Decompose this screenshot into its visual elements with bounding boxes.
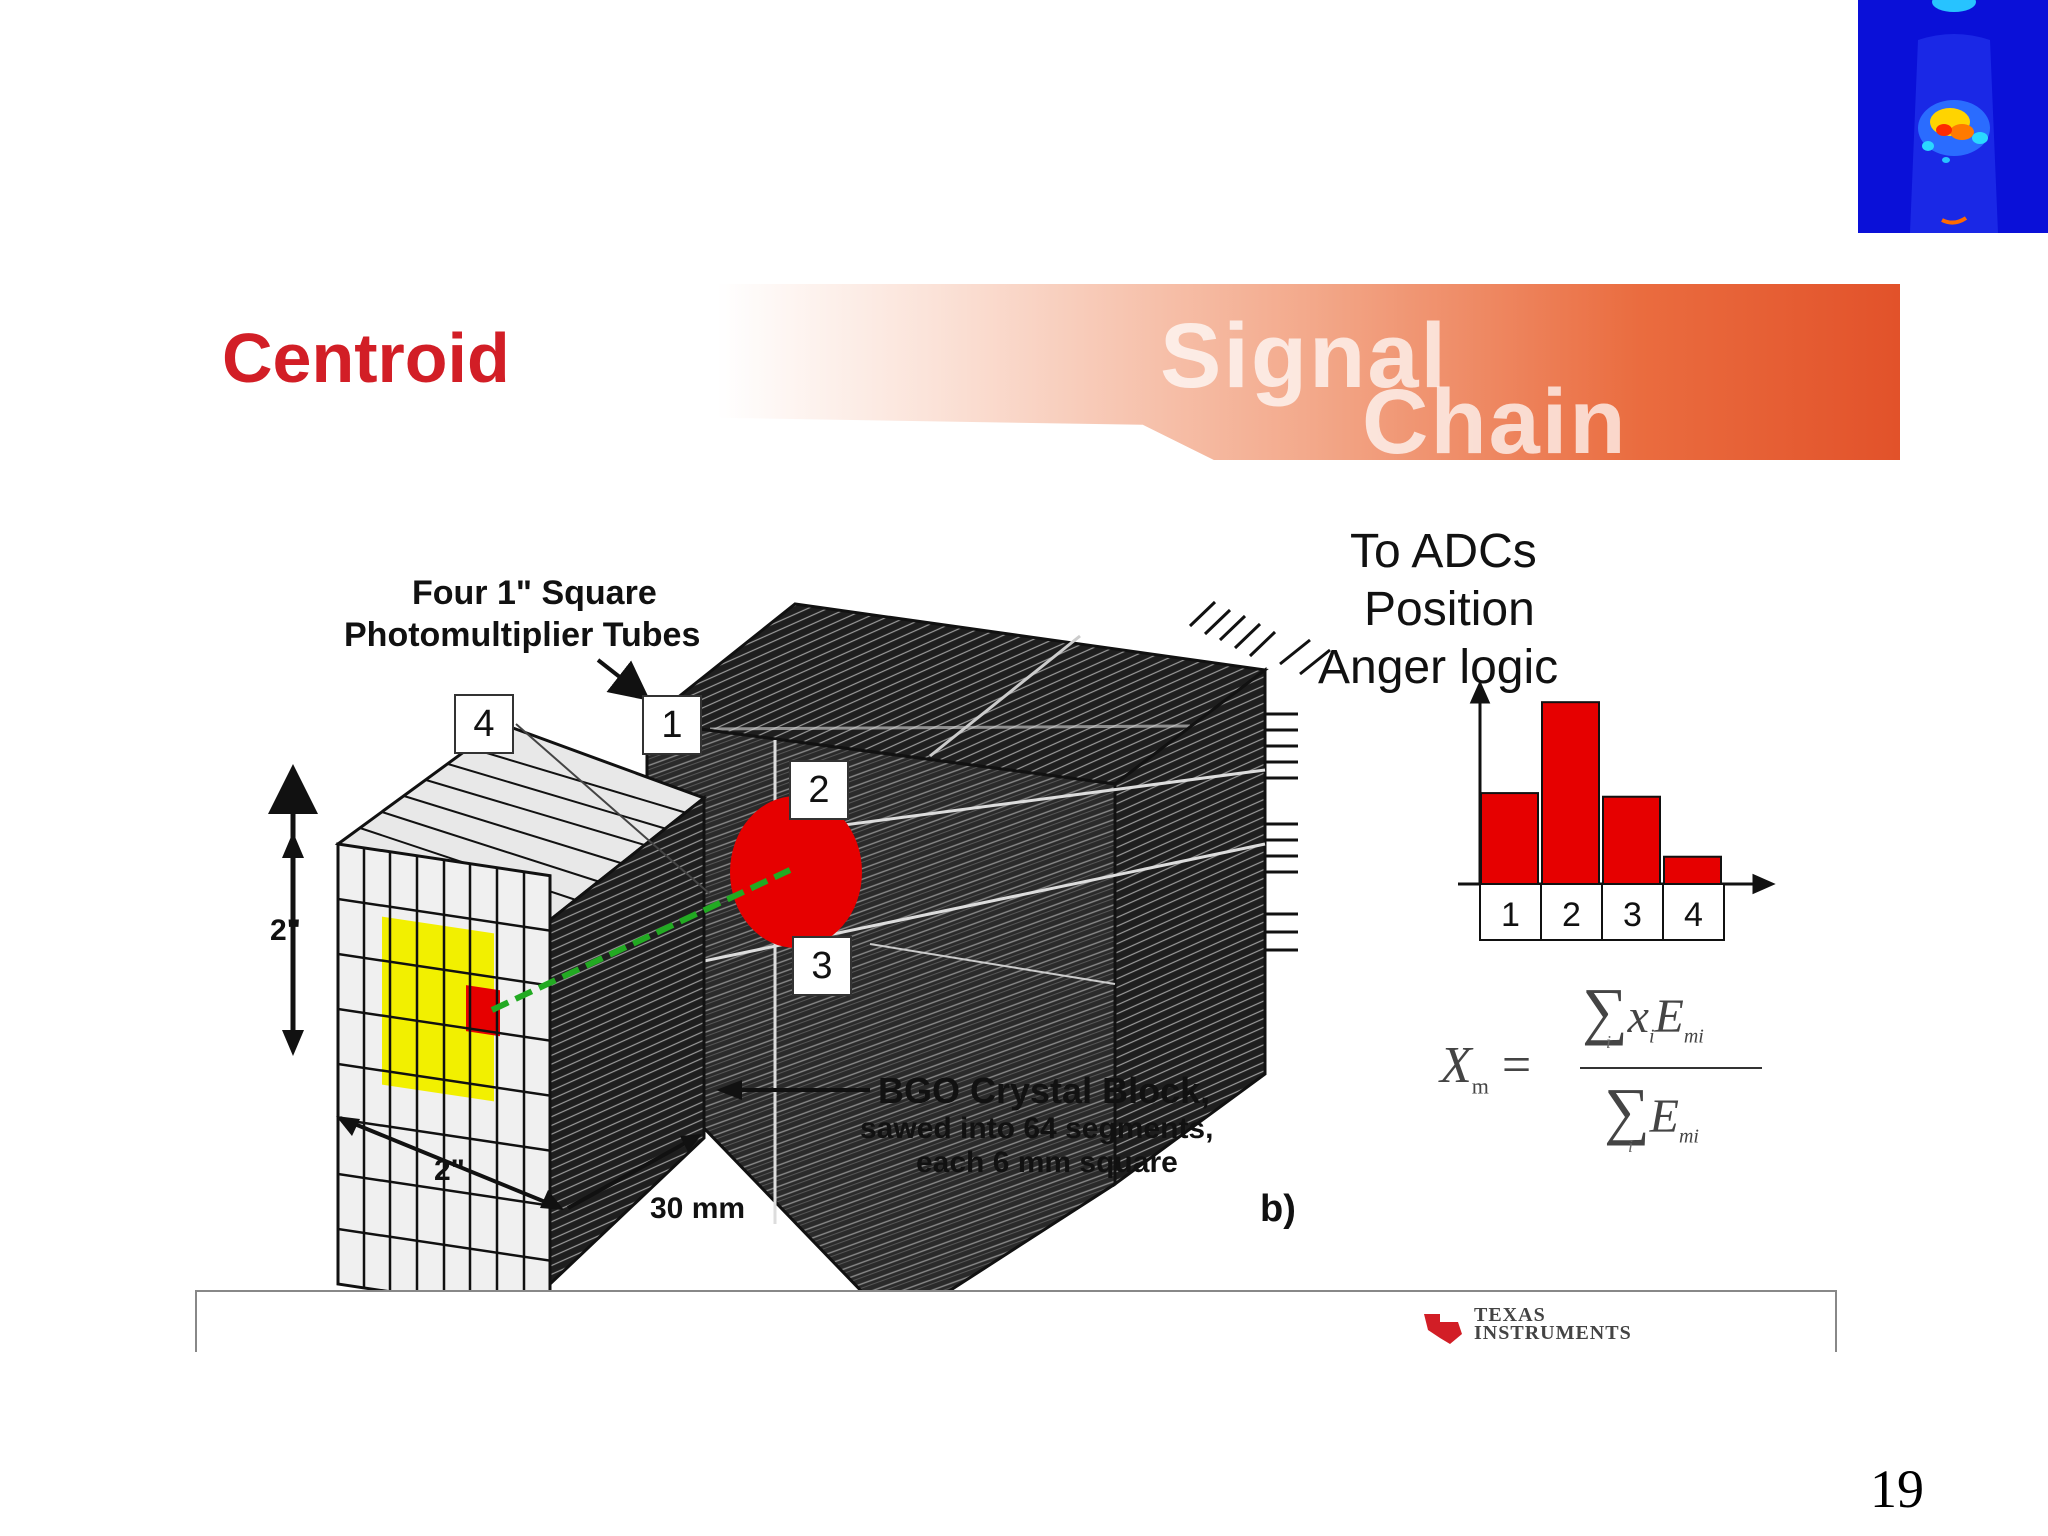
histogram-bars [1480, 701, 1722, 886]
histogram-category-labels: 1 2 3 4 [1501, 896, 1703, 934]
pmt-4-leader [515, 723, 711, 895]
formula-lhs: Xm = [1440, 1037, 1532, 1099]
width-dimension-arrow [339, 1116, 561, 1210]
height-label: 2" [270, 914, 301, 947]
bgo-label-line1: BGO Crystal Block, [878, 1070, 1211, 1111]
pmt-label-line2: Photomultiplier Tubes [344, 616, 701, 654]
pet-scan-thumbnail [1858, 0, 2048, 233]
tube-block-side [1113, 666, 1267, 1187]
histogram-bar-3 [1602, 795, 1661, 886]
panel-label: b) [1260, 1188, 1296, 1230]
histogram-bar-2 [1541, 701, 1600, 885]
formula-den-index: i [1628, 1136, 1634, 1156]
formula-numerator: ∑xiEmi [1582, 975, 1704, 1048]
bgo-label-line3: each 6 mm square [916, 1146, 1178, 1179]
formula-num-index: i [1606, 1032, 1612, 1052]
pmt-box-4: 4 [454, 694, 514, 754]
pmt-crystal-diagram: 1 2 3 4 [268, 600, 1776, 1328]
crystal-grid [338, 847, 550, 1312]
pmt-label-arrow [596, 658, 651, 701]
adc-label-line2: Position [1364, 583, 1535, 636]
histogram-category-label-4: 4 [1684, 896, 1703, 934]
formula-denominator: ∑Emi [1604, 1075, 1699, 1148]
pmt-connector-pins [1188, 600, 1331, 952]
pmt-box-2: 2 [789, 760, 849, 820]
histogram-bar-4 [1663, 855, 1722, 886]
page-number: 19 [1870, 1459, 1924, 1519]
adc-label-line1: To ADCs [1350, 525, 1537, 578]
histogram-bar-1 [1480, 792, 1539, 885]
width-label: 2" [434, 1154, 465, 1187]
depth-label: 30 mm [650, 1192, 746, 1225]
pmt-box-1: 1 [642, 695, 702, 755]
depth-dimension-arrow [567, 1134, 699, 1210]
ti-logo-text: Texas Instruments [1474, 1304, 1632, 1344]
banner-watermark-chain: Chain [1362, 371, 1628, 473]
gamma-ray-path [490, 867, 792, 1013]
pmt-label-line1: Four 1" Square [412, 574, 657, 612]
histogram-category-label-2: 2 [1562, 896, 1581, 934]
histogram-category-label-1: 1 [1501, 896, 1520, 934]
banner-watermark-signal: Signal [1160, 305, 1449, 407]
slide-footer-box [195, 1290, 1837, 1352]
adc-label-line3: Anger logic [1318, 641, 1559, 694]
embedded-slide: Signal Chain Centroid Four 1" Square Pho… [150, 284, 1900, 1352]
bgo-label-line2: sawed into 64 segments, [860, 1112, 1214, 1145]
centroid-blob [730, 796, 862, 948]
histogram-category-label-3: 3 [1623, 896, 1642, 934]
pmt-box-3: 3 [792, 936, 852, 996]
slide-title: Centroid [222, 319, 510, 397]
tube-block-front [645, 720, 1117, 1328]
ti-logo-icon [1418, 1308, 1470, 1352]
